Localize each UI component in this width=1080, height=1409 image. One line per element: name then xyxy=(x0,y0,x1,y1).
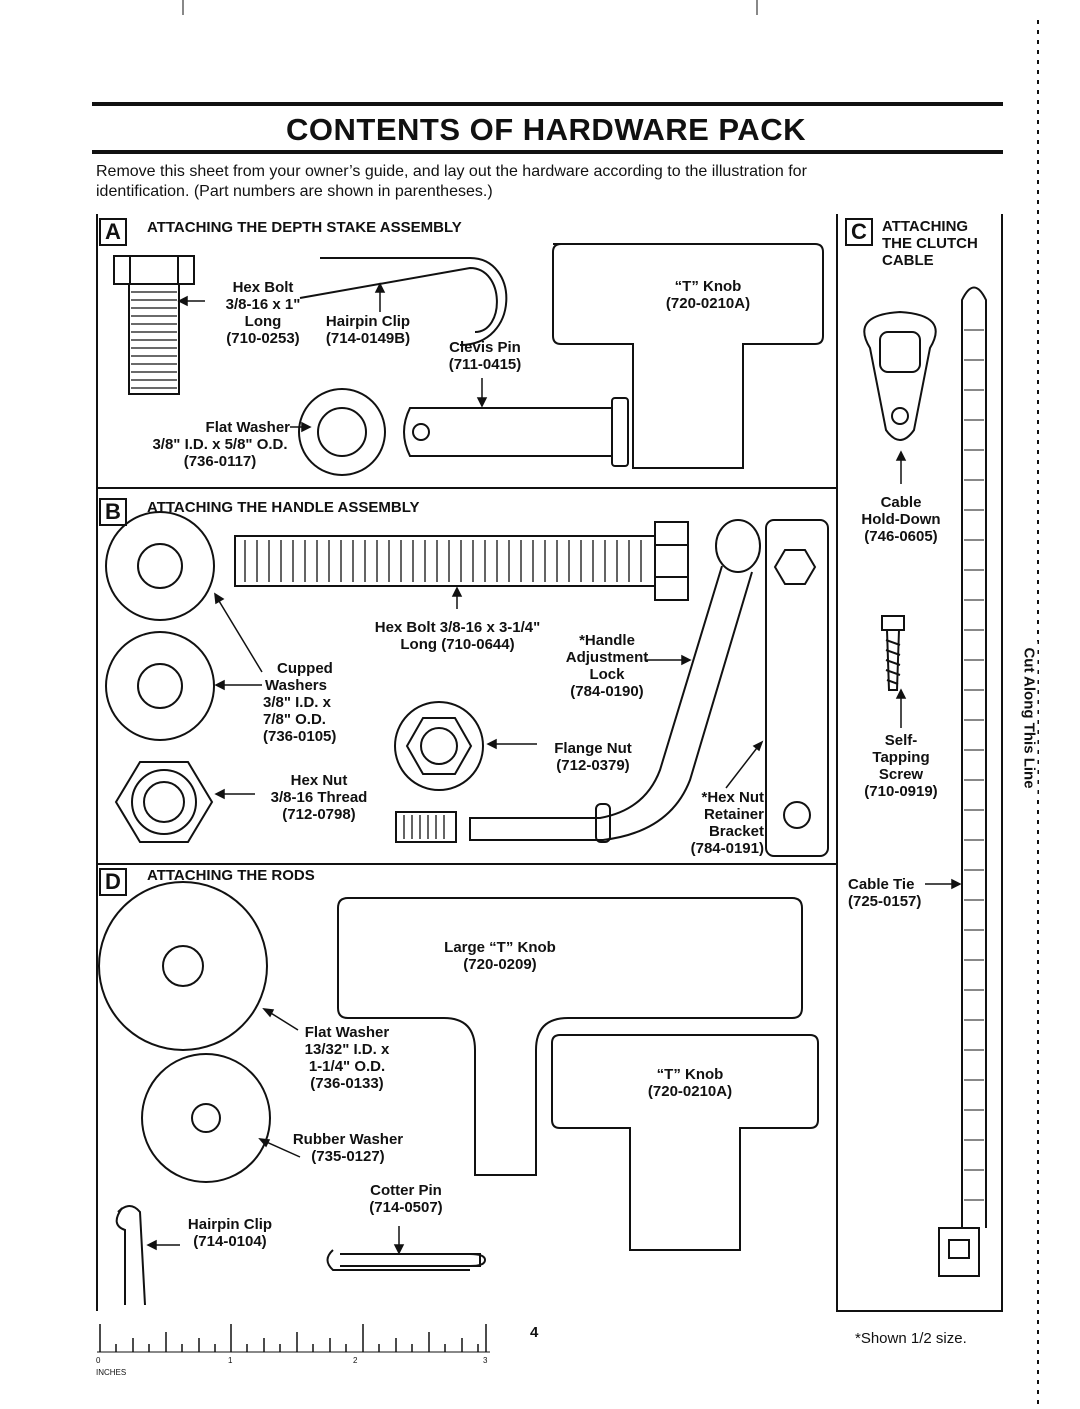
hairpin-clip-a-label: Hairpin Clip (714-0149B) xyxy=(325,313,411,347)
flange-nut-drawing xyxy=(394,701,484,791)
page-number: 4 xyxy=(530,1324,539,1341)
hex-bolt-a-label: Hex Bolt 3/8-16 x 1" Long (710-0253) xyxy=(225,279,301,347)
t-knob-d-label: “T” Knob (720-0210A) xyxy=(647,1066,733,1100)
section-letter-b: B xyxy=(99,498,127,526)
clevis-pin-label: Clevis Pin (711-0415) xyxy=(448,339,522,373)
cotter-pin-label: Cotter Pin (714-0507) xyxy=(369,1182,443,1216)
ruler-label-3: 3 xyxy=(483,1356,488,1365)
section-title-d: ATTACHING THE RODS xyxy=(147,867,315,884)
inch-ruler xyxy=(99,1324,487,1352)
rubber-washer-d-drawing xyxy=(141,1053,271,1183)
cable-hold-down-drawing xyxy=(863,310,937,441)
ruler-label-0: 0 xyxy=(96,1356,101,1365)
self-tapping-screw-drawing xyxy=(881,615,905,691)
hairpin-clip-a-drawing xyxy=(299,257,508,346)
cupped-washers-drawing xyxy=(105,511,215,741)
hairpin-clip-d-label: Hairpin Clip (714-0104) xyxy=(187,1216,273,1250)
cable-tie-drawing xyxy=(938,286,987,1277)
hairpin-clip-d-drawing xyxy=(115,1205,146,1306)
intro-line-1: Remove this sheet from your owner’s guid… xyxy=(96,163,807,180)
footnote-shown-half-size: *Shown 1/2 size. xyxy=(855,1330,967,1347)
flat-washer-a-spec: 3/8" I.D. x 5/8" O.D. (736-0117) xyxy=(152,436,288,470)
flat-washer-d-label: Flat Washer 13/32" I.D. x 1-1/4" O.D. (7… xyxy=(304,1024,390,1092)
rubber-washer-label: Rubber Washer (735-0127) xyxy=(292,1131,404,1165)
flat-washer-a-label: Flat Washer xyxy=(205,419,290,436)
retainer-bracket-drawing xyxy=(765,519,829,857)
retainer-bracket-label: *Hex Nut Retainer Bracket (784-0191) xyxy=(690,789,764,857)
section-title-c: ATTACHING THE CLUTCH CABLE xyxy=(882,218,978,269)
cut-along-line-label: Cut Along This Line xyxy=(1020,641,1038,795)
t-knob-a-drawing xyxy=(552,243,824,469)
section-letter-c: C xyxy=(845,218,873,246)
ruler-label-1: 1 xyxy=(228,1356,233,1365)
cable-hold-down-label: Cable Hold-Down (746-0605) xyxy=(861,494,941,545)
self-tapping-screw-label: Self- Tapping Screw (710-0919) xyxy=(864,732,938,800)
cupped-washers-label: Cupped Washers 3/8" I.D. x 7/8" O.D. (73… xyxy=(263,660,337,745)
t-knob-a-label: “T” Knob (720-0210A) xyxy=(665,278,751,312)
flange-nut-label: Flange Nut (712-0379) xyxy=(554,740,632,774)
intro-line-2: identification. (Part numbers are shown … xyxy=(96,183,493,200)
section-letter-d: D xyxy=(99,868,127,896)
hex-nut-drawing xyxy=(114,761,214,843)
hex-bolt-b-label: Hex Bolt 3/8-16 x 3-1/4" Long (710-0644) xyxy=(374,619,541,653)
section-title-b: ATTACHING THE HANDLE ASSEMBLY xyxy=(147,499,420,516)
handle-lock-drawing xyxy=(395,519,761,843)
cotter-pin-drawing xyxy=(326,1249,487,1271)
section-letter-a: A xyxy=(99,218,127,246)
ruler-label-2: 2 xyxy=(353,1356,358,1365)
page-title: CONTENTS OF HARDWARE PACK xyxy=(286,112,806,147)
large-t-knob-label: Large “T” Knob (720-0209) xyxy=(444,939,556,973)
t-knob-d-drawing xyxy=(551,1034,819,1251)
clevis-pin-drawing xyxy=(403,397,629,467)
flat-washer-d-drawing xyxy=(98,881,268,1051)
hex-nut-label: Hex Nut 3/8-16 Thread (712-0798) xyxy=(270,772,368,823)
hex-bolt-a-drawing xyxy=(113,255,195,395)
section-title-a: ATTACHING THE DEPTH STAKE ASSEMBLY xyxy=(147,219,462,236)
handle-lock-label: *Handle Adjustment Lock (784-0190) xyxy=(565,632,649,700)
cable-tie-label: Cable Tie (725-0157) xyxy=(848,876,922,910)
ruler-units: INCHES xyxy=(96,1368,127,1377)
large-t-knob-drawing xyxy=(337,897,803,1176)
flat-washer-a-drawing xyxy=(298,388,386,476)
